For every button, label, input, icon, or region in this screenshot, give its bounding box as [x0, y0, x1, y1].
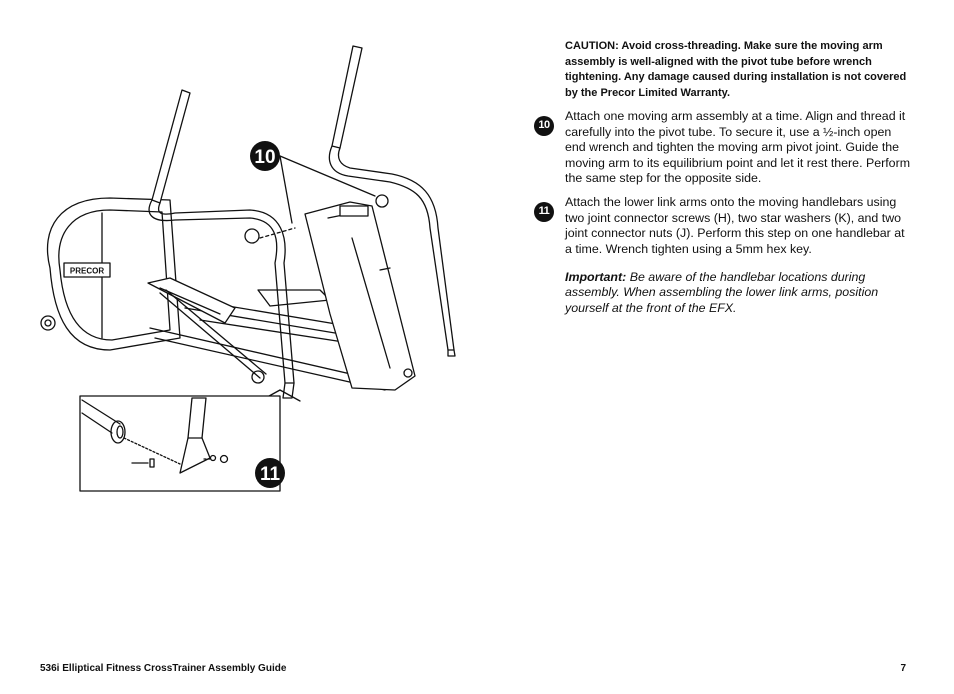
step-10-number-badge: 10	[534, 116, 554, 136]
svg-text:10: 10	[254, 147, 275, 168]
callout-10-badge: 10	[250, 141, 280, 171]
detail-inset	[79, 389, 301, 492]
callout-11-badge: 11	[255, 458, 285, 488]
right-moving-arm	[328, 45, 456, 357]
svg-text:11: 11	[260, 464, 281, 485]
step-11: 11 Attach the lower link arms onto the m…	[534, 195, 914, 257]
assembly-illustration: PRECOR	[30, 38, 530, 498]
step-10-text: Attach one moving arm assembly at a time…	[565, 109, 911, 186]
footer-title: 536i Elliptical Fitness CrossTrainer Ass…	[40, 663, 287, 674]
callout-10-leaders	[259, 155, 376, 239]
console-logo-text: PRECOR	[70, 267, 104, 276]
important-note: Important: Be aware of the handlebar loc…	[534, 270, 914, 317]
front-console	[304, 201, 416, 391]
caution-paragraph: CAUTION: Avoid cross-threading. Make sur…	[565, 40, 907, 99]
page-number: 7	[900, 663, 906, 674]
step-10: 10 Attach one moving arm assembly at a t…	[534, 109, 914, 187]
important-text: Be aware of the handlebar locations duri…	[565, 269, 879, 315]
pedals	[147, 277, 331, 384]
important-label: Important:	[565, 269, 627, 284]
step-11-text: Attach the lower link arms onto the movi…	[565, 194, 905, 256]
left-moving-arm	[148, 89, 295, 399]
rear-housing: PRECOR	[40, 197, 181, 351]
step-11-number-badge: 11	[534, 201, 554, 222]
instructions-column: CAUTION: Avoid cross-threading. Make sur…	[534, 39, 914, 329]
